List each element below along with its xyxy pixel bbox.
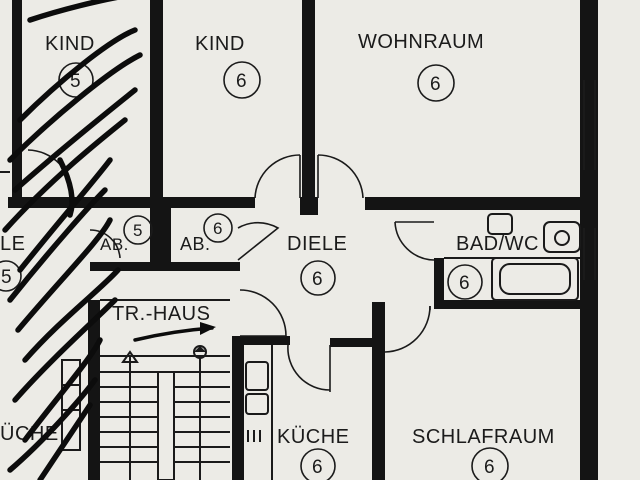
room-number-diele: 6 <box>312 269 323 290</box>
wall-kind-wohn <box>302 0 315 200</box>
room-number-circle <box>123 215 153 245</box>
wall-bad-bottom <box>434 300 584 309</box>
room-number-circle <box>447 264 483 300</box>
handwritten-arrowhead-icon <box>200 322 216 335</box>
room-number-abstell-left: 5 <box>133 221 142 240</box>
door-trhaus <box>239 289 287 337</box>
door-schlaf <box>384 305 431 353</box>
room-label-abstell-left: AB. <box>100 235 129 254</box>
kitchen-fixtures <box>245 345 273 480</box>
room-number-kind-left: 5 <box>70 71 81 92</box>
room-number-circle <box>0 260 22 292</box>
toilet <box>487 213 513 235</box>
room-number-circle <box>300 260 336 296</box>
room-label-bad-wc: BAD/WC <box>456 233 539 255</box>
room-number-schlafraum: 6 <box>484 457 495 478</box>
room-number-circle <box>203 213 233 243</box>
wall-ab-bottom <box>90 262 240 271</box>
room-label-kind-right: KIND <box>195 33 245 55</box>
wall-diele-stub <box>300 197 318 215</box>
wall-kueche-top-right <box>330 338 375 347</box>
room-number-circle <box>417 64 455 102</box>
room-label-treppenhaus: TR.-HAUS <box>112 303 210 325</box>
room-label-kind-left: KIND <box>45 33 95 55</box>
room-number-circle <box>471 447 509 480</box>
door-bad <box>394 221 435 261</box>
wall-left-outer <box>12 0 22 200</box>
washbasin <box>543 221 581 253</box>
pen-scribbles <box>2 0 143 480</box>
room-number-diele-left: 5 <box>1 267 12 288</box>
wall-schlaf-left <box>372 302 385 480</box>
wall-kueche-top <box>232 336 290 345</box>
wall-kind-divider <box>150 0 163 270</box>
cooker <box>245 361 269 391</box>
door-diele-left <box>254 154 301 199</box>
room-label-wohnraum: WOHNRAUM <box>358 31 484 53</box>
room-number-wohnraum: 6 <box>430 74 441 95</box>
room-number-kind-right: 6 <box>236 71 247 92</box>
door-diele-right <box>317 154 364 199</box>
wall-horiz-mid <box>163 197 255 208</box>
door-ab-right <box>237 221 280 261</box>
room-number-circle <box>223 61 261 99</box>
room-number-circle <box>300 448 336 480</box>
wall-kueche-left <box>232 338 244 480</box>
room-label-diele: DIELE <box>287 233 347 255</box>
wall-bad-left <box>434 258 444 308</box>
room-label-kueche: KÜCHE <box>277 426 350 448</box>
bathroom-fixtures <box>444 213 581 301</box>
wall-horiz-right <box>365 197 593 210</box>
wall-horiz-left <box>8 197 152 208</box>
walls <box>8 0 598 480</box>
room-number-bad-wc: 6 <box>459 273 470 294</box>
room-labels: KIND 5 KIND 6 WOHNRAUM 6 DIELE 6 BAD/WC … <box>0 31 555 480</box>
wall-ab-divider <box>163 208 171 268</box>
thin-lines <box>0 80 596 301</box>
room-number-abstell-right: 6 <box>213 219 222 238</box>
room-label-schlafraum: SCHLAFRAUM <box>412 426 555 448</box>
room-label-abstell-right: AB. <box>180 234 211 254</box>
doors <box>27 149 435 392</box>
staircase <box>100 345 230 480</box>
stair-arrow-icon <box>121 350 139 363</box>
door-kueche <box>287 344 331 391</box>
room-number-kueche: 6 <box>312 457 323 478</box>
room-label-diele-left: LE <box>0 233 25 255</box>
